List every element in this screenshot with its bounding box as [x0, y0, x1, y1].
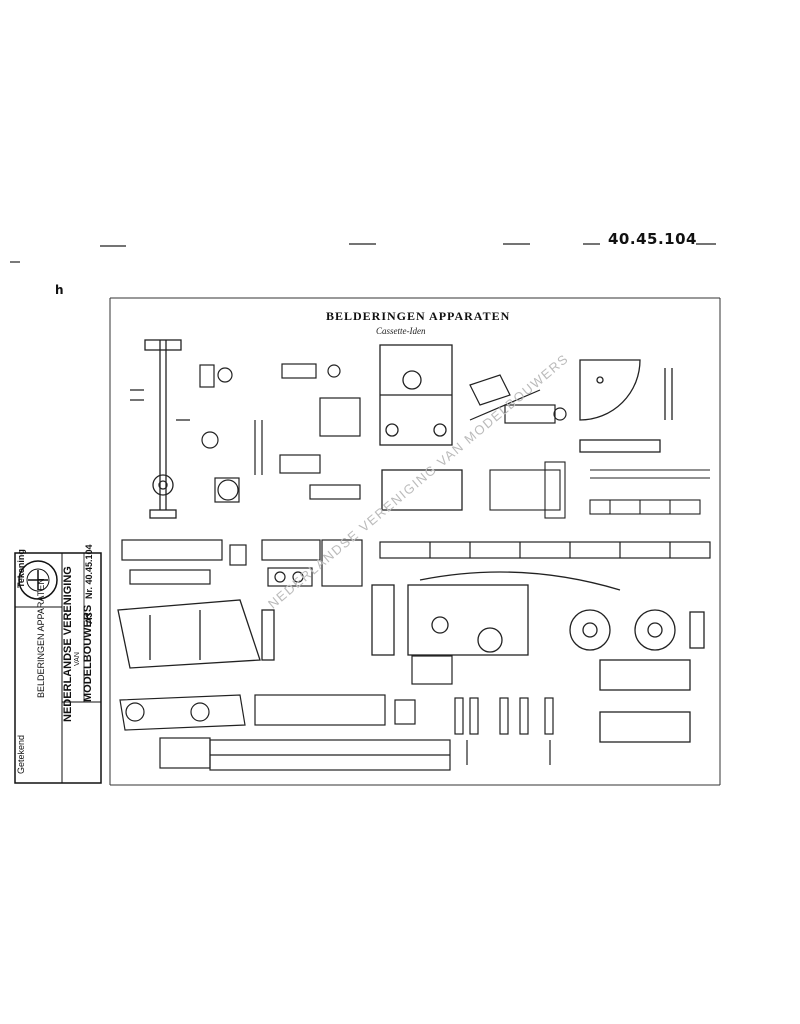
- main-title: BELDERINGEN APPARATEN: [326, 309, 511, 323]
- small-parts-left: [199, 363, 361, 503]
- scan-marks: [10, 243, 716, 263]
- title-block-frame: [14, 552, 102, 784]
- title-block-heading: Tekening: [16, 549, 26, 588]
- title-block-drawing-title: BELDERINGEN APPARATEN: [36, 578, 46, 698]
- subtitle: Cassette-Iden: [376, 326, 426, 336]
- title-block: NEDERLANDSE VERENIGING VAN MODELBOUWERS …: [14, 544, 102, 784]
- format-label: A3: [84, 612, 94, 624]
- wheels: [569, 609, 705, 743]
- drawing-frame: [109, 297, 721, 786]
- strips-right: [489, 461, 710, 519]
- title-block-text: NEDERLANDSE VERENIGING VAN MODELBOUWERS …: [14, 544, 102, 784]
- association-logo: [18, 560, 58, 600]
- chassis-left: [117, 599, 275, 669]
- org-line2: VAN: [74, 652, 81, 666]
- middle-row-left: [121, 539, 363, 587]
- quarter-plate: [579, 359, 673, 453]
- column-part: [130, 339, 190, 519]
- drawing-number-label: Nr. 40.45.104: [84, 544, 94, 599]
- long-rail: [379, 541, 711, 559]
- org-line1: NEDERLANDSE VERENIGING: [62, 566, 74, 722]
- bottom-row: [119, 655, 554, 771]
- angled-parts: [469, 374, 567, 424]
- drawn-by-label: Getekend: [16, 734, 26, 774]
- corner-mark: h: [55, 283, 65, 297]
- drawing-number: 40.45.104: [608, 230, 697, 248]
- center-box: [379, 344, 463, 511]
- center-machine: [371, 571, 621, 656]
